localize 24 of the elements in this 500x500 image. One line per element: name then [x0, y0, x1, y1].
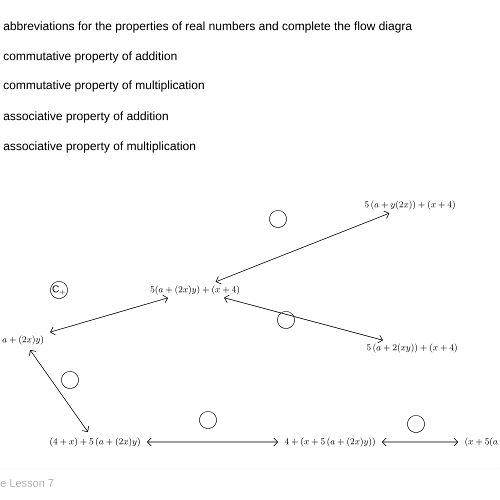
expression: $5(a+(2x)y)+(x+4)$: [150, 286, 239, 294]
double-arrow: [382, 438, 458, 446]
instruction-text: commutative property of addition: [4, 51, 176, 63]
double-arrow: [29, 350, 89, 432]
expression: $(4+x)+5\left(a+(2x)y\right)$: [50, 438, 140, 446]
answer-circle: [199, 411, 217, 429]
double-arrow: [216, 210, 390, 284]
expression: $a+(2x)y)$: [2, 336, 44, 344]
instruction-text: commutative property of multiplication: [4, 80, 204, 92]
footer-text: e Lesson 7: [0, 479, 54, 487]
instruction-text: abbreviations for the properties of real numbers and complete the flow diagra: [4, 21, 412, 33]
answer-circle: [269, 210, 287, 228]
instruction-text: associative property of multiplication: [4, 141, 196, 153]
answer-circle: [407, 415, 425, 433]
double-arrow: [50, 294, 168, 336]
expression: $5\left(a+2(xy)\right)+(x+4)$: [366, 344, 457, 352]
double-arrow: [146, 438, 278, 446]
answer-circle: [61, 371, 79, 389]
answer-circle: [277, 311, 295, 329]
expression: $4+\left(x+5\left(a+(2x)y\right)\right)$: [284, 438, 375, 446]
double-arrow: [224, 294, 384, 344]
expression: $(x+5(a$: [465, 438, 498, 446]
instruction-text: associative property of addition: [4, 111, 168, 123]
expression: $5\left(a+y(2x)\right)+(x+4)$: [364, 200, 455, 210]
